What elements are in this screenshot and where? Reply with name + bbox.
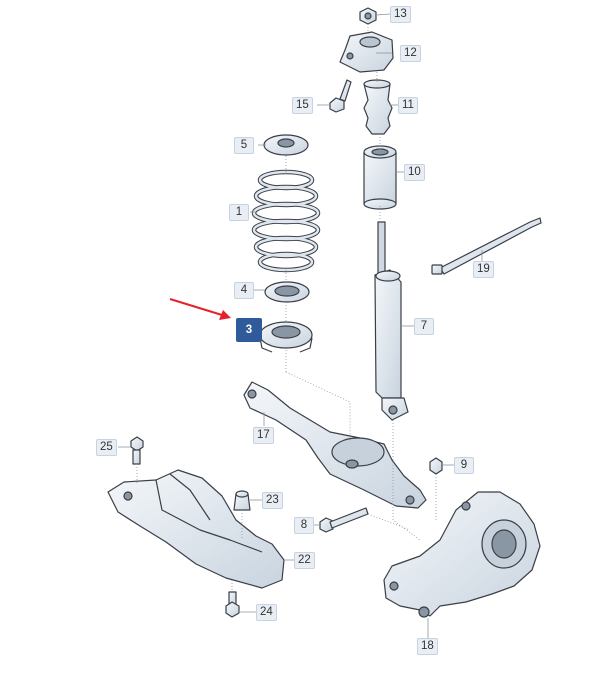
callout-8[interactable]: 8 (294, 517, 314, 534)
part-22-lower-link (107, 469, 285, 589)
callout-23[interactable]: 23 (262, 492, 283, 509)
callout-18[interactable]: 18 (417, 638, 438, 655)
part-8-bolt (319, 507, 369, 533)
part-3-lower-seat (259, 321, 313, 353)
part-17-control-arm (243, 381, 427, 509)
part-24-bolt (225, 591, 240, 618)
callout-5[interactable]: 5 (234, 137, 254, 154)
part-7-shock-absorber (374, 221, 409, 421)
leader-lines (118, 13, 483, 638)
part-23-bushing (233, 490, 251, 511)
callout-24[interactable]: 24 (256, 604, 277, 621)
part-5-upper-seat (263, 134, 309, 156)
callout-12[interactable]: 12 (400, 45, 421, 62)
callout-17[interactable]: 17 (253, 427, 274, 444)
callout-7[interactable]: 7 (414, 318, 434, 335)
part-9-nut (429, 457, 443, 475)
callout-13[interactable]: 13 (390, 6, 411, 23)
part-18-wheel-carrier (383, 491, 541, 618)
assembly-lines (136, 24, 437, 590)
highlight-arrow (169, 298, 231, 320)
part-4-spring-pad (264, 281, 310, 303)
callout-15[interactable]: 15 (292, 97, 313, 114)
part-10-dust-boot (363, 145, 397, 210)
callout-1[interactable]: 1 (229, 204, 249, 221)
callout-10[interactable]: 10 (404, 164, 425, 181)
part-12-upper-mount (339, 31, 394, 73)
callout-19[interactable]: 19 (473, 261, 494, 278)
part-15-bolt (329, 79, 352, 113)
callout-11[interactable]: 11 (398, 97, 418, 114)
callout-4[interactable]: 4 (234, 282, 254, 299)
part-13-nut (359, 7, 377, 25)
part-25-bolt (130, 436, 144, 465)
callout-22[interactable]: 22 (294, 552, 315, 569)
callout-25[interactable]: 25 (96, 439, 117, 456)
part-19-cable-tie (431, 217, 542, 275)
callout-3-highlighted[interactable]: 3 (236, 318, 262, 342)
callout-9[interactable]: 9 (454, 457, 474, 474)
part-11-bump-stop (363, 79, 393, 135)
